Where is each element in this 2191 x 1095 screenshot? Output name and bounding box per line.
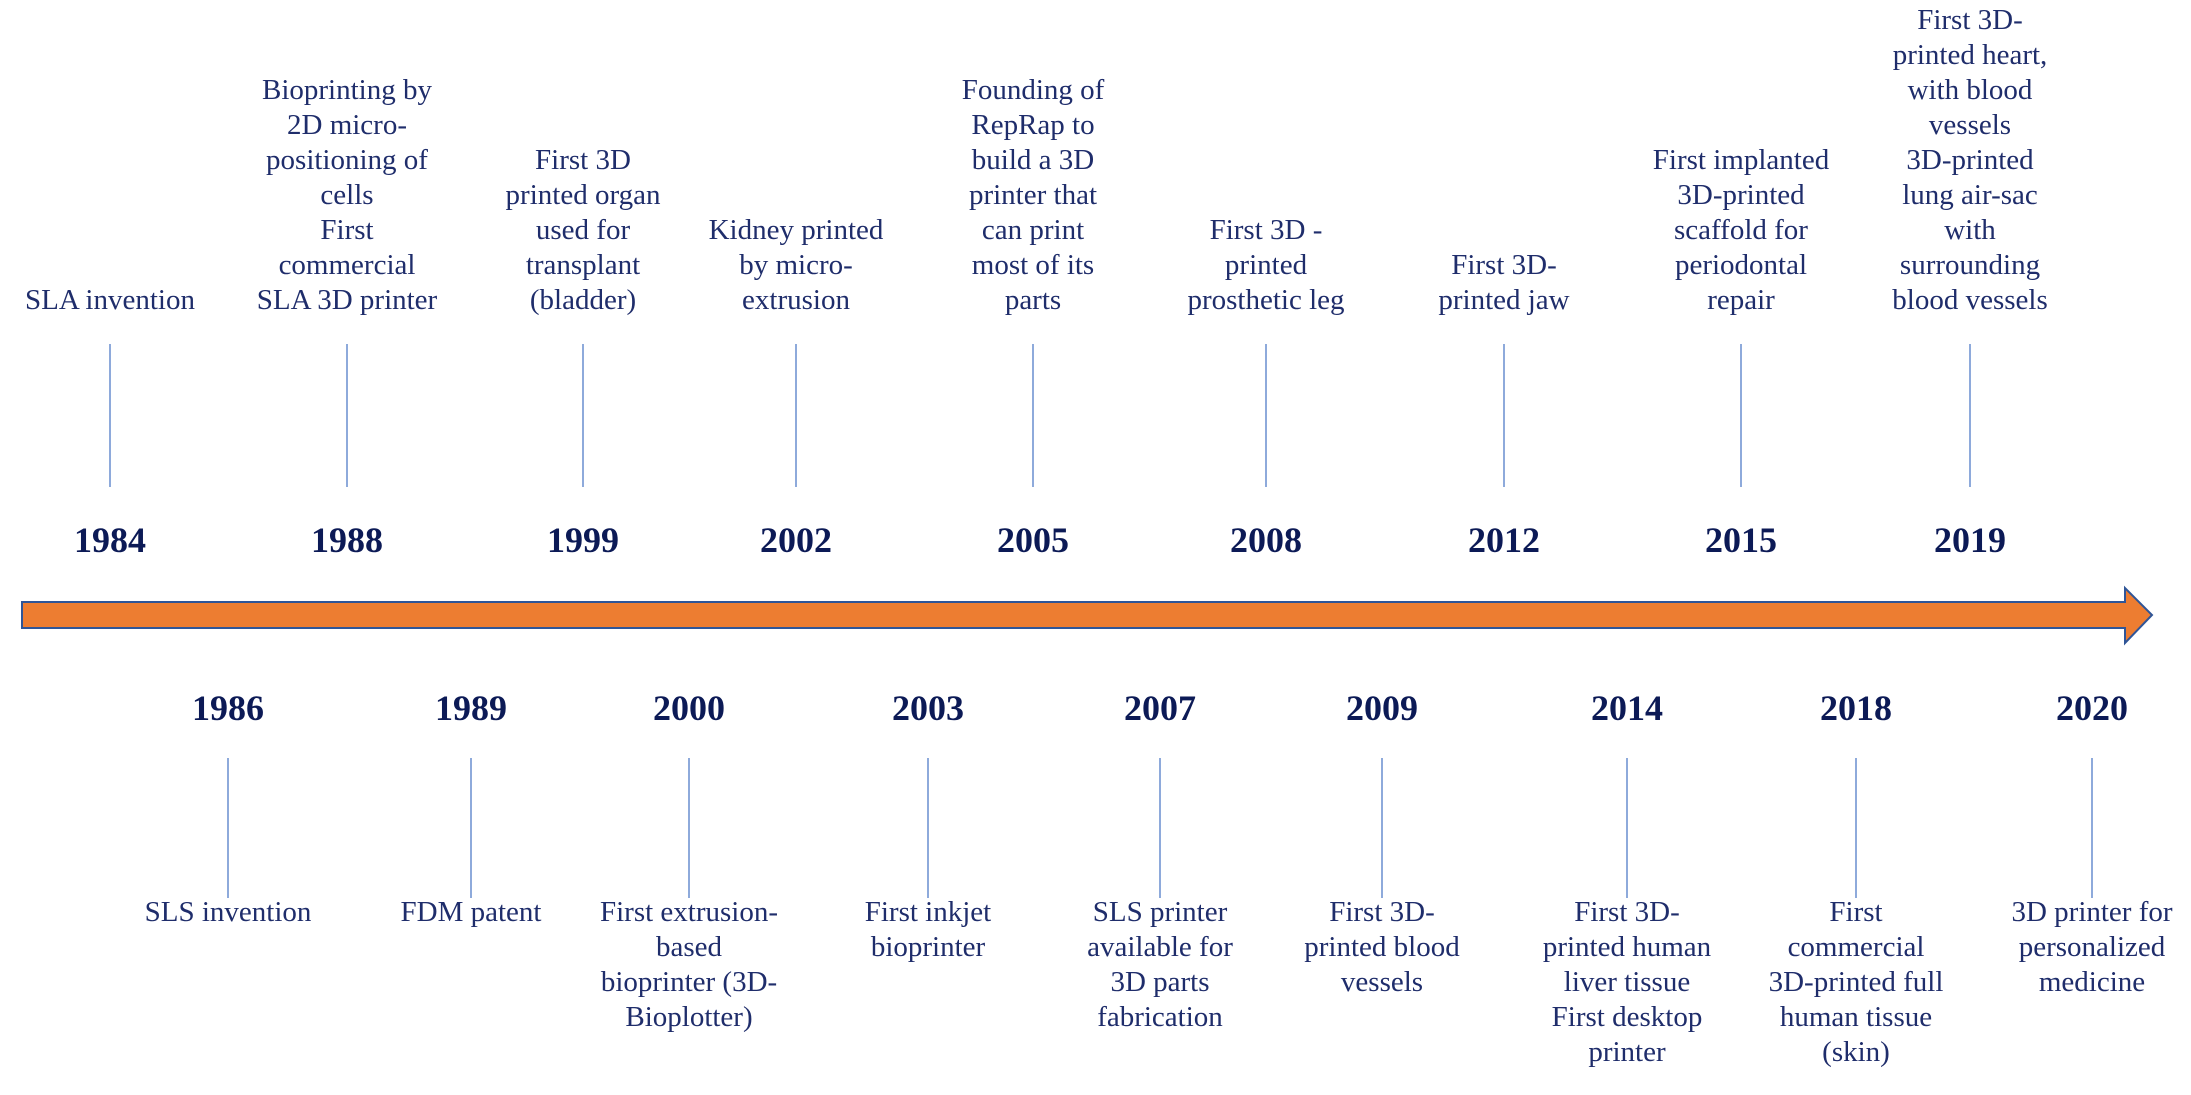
event-connector-line [227,758,229,898]
event-year: 2019 [1934,520,2006,560]
event-connector-line [109,344,111,487]
event-description: Kidney printed by micro- extrusion [708,214,884,316]
event-description: First inkjet bioprinter [864,896,992,963]
event-connector-line [927,758,929,898]
event-year: 2018 [1820,688,1892,728]
event-description: First 3D- printed human liver tissue Fir… [1542,896,1712,1068]
event-year: 1989 [435,688,507,728]
event-description: SLS invention [144,896,312,928]
event-year: 2020 [2056,688,2128,728]
event-connector-line [1265,344,1267,487]
event-year: 2003 [892,688,964,728]
event-description: SLS printer available for 3D parts fabri… [1087,896,1233,1033]
event-year: 2005 [997,520,1069,560]
event-description: First implanted 3D-printed scaffold for … [1652,144,1830,316]
event-connector-line [470,758,472,898]
event-description: First 3D printed organ used for transpla… [505,144,661,316]
event-year: 2002 [760,520,832,560]
event-description: First 3D- printed blood vessels [1304,896,1460,998]
event-description: FDM patent [400,896,542,928]
event-description: First 3D- printed jaw [1438,249,1570,316]
event-description: First extrusion- based bioprinter (3D- B… [599,896,779,1033]
event-connector-line [1381,758,1383,898]
event-description: First 3D - printed prosthetic leg [1187,214,1345,316]
event-year: 1999 [547,520,619,560]
event-connector-line [582,344,584,487]
event-year: 2009 [1346,688,1418,728]
event-description: 3D printer for personalized medicine [2011,896,2173,998]
event-connector-line [1969,344,1971,487]
event-connector-line [346,344,348,487]
event-year: 1988 [311,520,383,560]
event-connector-line [1855,758,1857,898]
event-connector-line [688,758,690,898]
event-year: 2008 [1230,520,1302,560]
event-description: Founding of RepRap to build a 3D printer… [961,74,1105,316]
timeline-arrow-shape [21,585,2154,646]
event-connector-line [1503,344,1505,487]
event-description: Bioprinting by 2D micro- positioning of … [256,74,438,316]
event-connector-line [1032,344,1034,487]
event-description: SLA invention [25,284,195,316]
event-connector-line [1159,758,1161,898]
event-year: 1984 [74,520,146,560]
event-year: 1986 [192,688,264,728]
event-year: 2014 [1591,688,1663,728]
event-connector-line [1740,344,1742,487]
event-year: 2012 [1468,520,1540,560]
event-connector-line [2091,758,2093,898]
event-description: First 3D- printed heart, with blood vess… [1892,4,2048,316]
event-year: 2007 [1124,688,1196,728]
event-year: 2015 [1705,520,1777,560]
event-description: First commercial 3D-printed full human t… [1768,896,1944,1068]
event-year: 2000 [653,688,725,728]
event-connector-line [795,344,797,487]
event-connector-line [1626,758,1628,898]
